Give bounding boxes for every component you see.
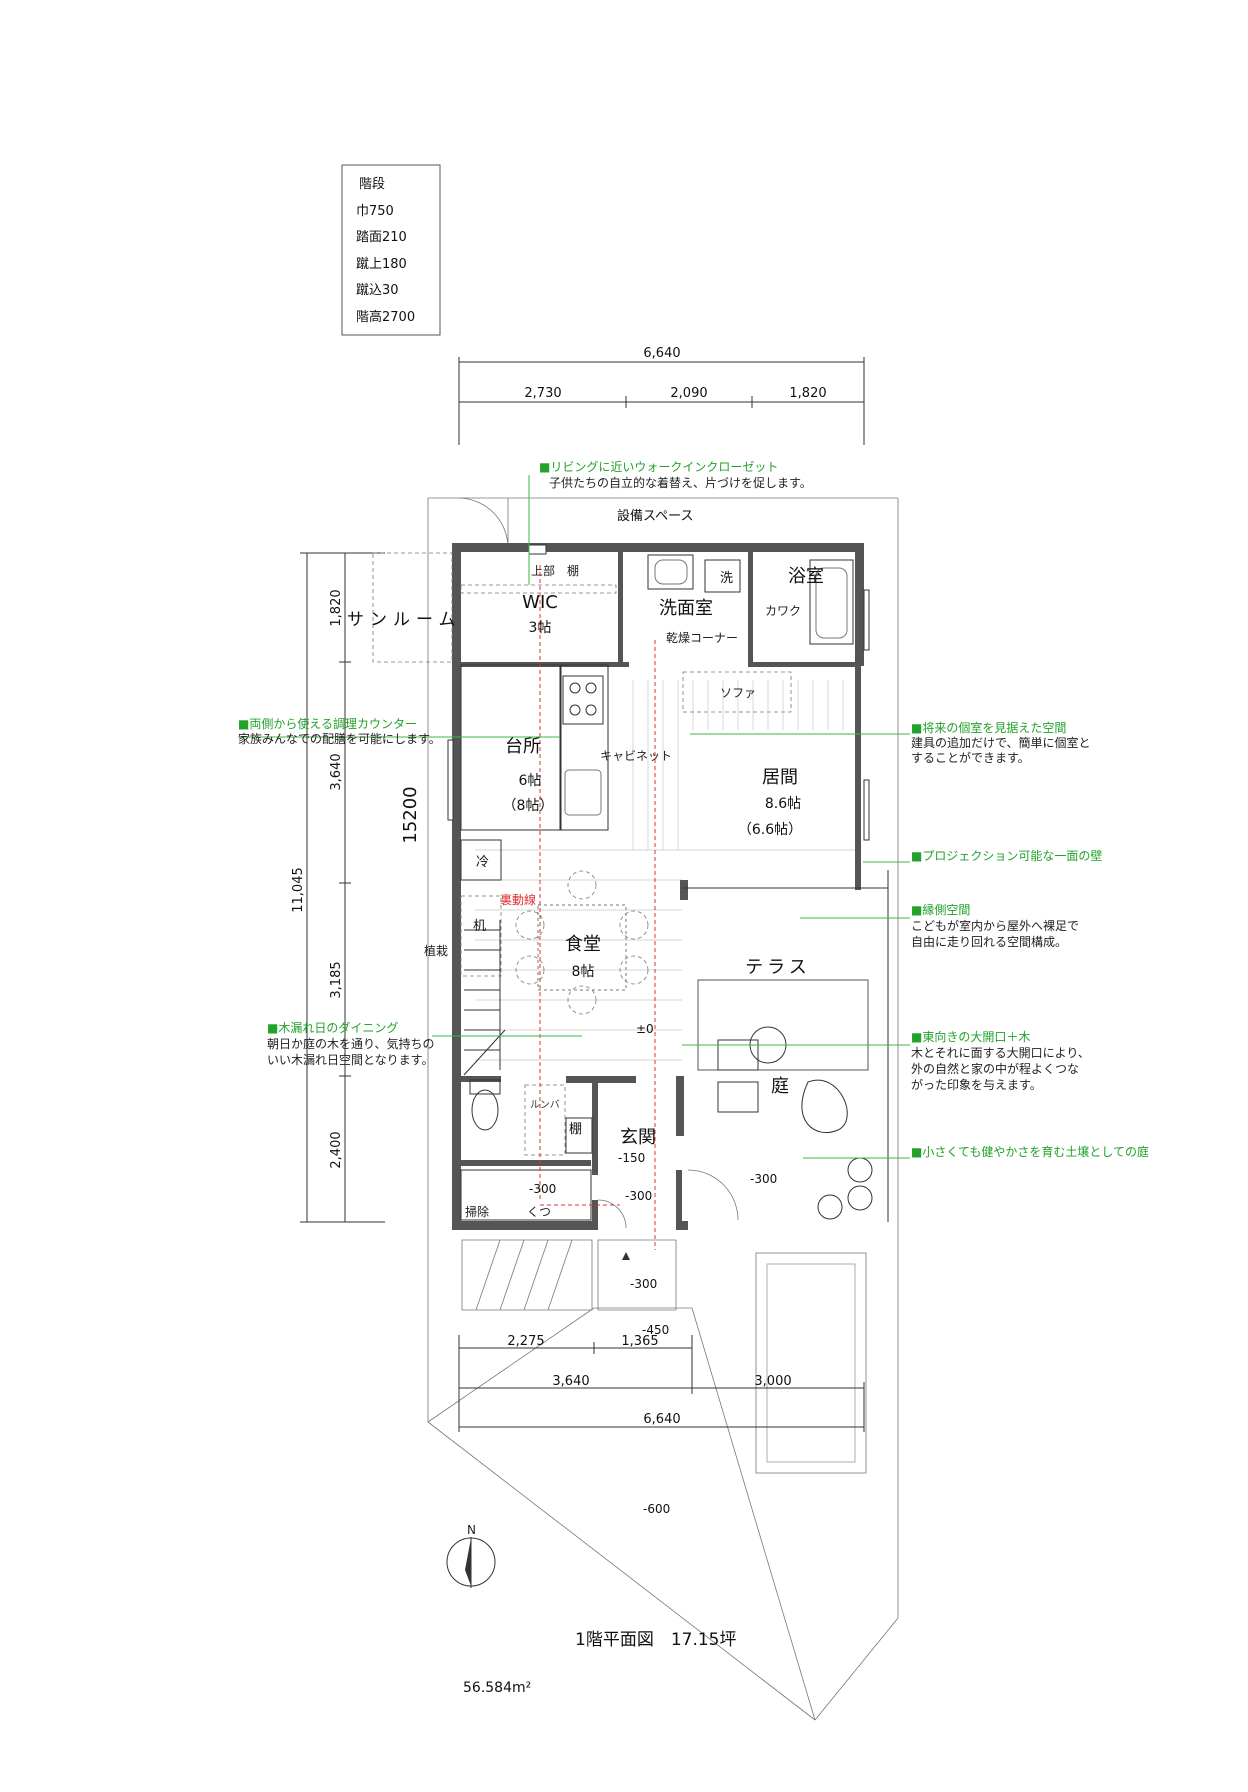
label-setsubi: 設備スペース [617,508,693,524]
dim-top-seg-1: 2,730 [524,386,561,401]
label-wic: WIC [522,592,558,613]
annotation-garden-head: ■小さくても健やかさを育む土壌としての庭 [911,1144,1149,1159]
label-wic-size: 3帖 [529,620,552,636]
label-yokushitsu: 浴室 [788,566,824,587]
north-label: N [467,1523,476,1537]
label-ima-size2: （6.6帖） [738,822,802,838]
fixtures [372,552,889,1311]
label-cabinet: キャビネット [600,749,672,763]
level-m600: -600 [643,1502,670,1516]
level-m450: -450 [642,1323,669,1337]
label-genkan: 玄関 [620,1127,656,1148]
dim-top-seg-2: 2,090 [670,386,707,401]
annotation-room-body-2: することができます。 [911,750,1030,765]
room-labels: 設備スペース サンルーム WIC 3帖 上部 棚 洗 洗面室 乾燥コーナー 浴室… [347,508,824,1219]
annotation-room-head: ■将来の個室を見据えた空間 [911,720,1066,735]
annotation-opening-head: ■東向きの大開口＋木 [911,1029,1030,1044]
label-tana: 棚 [569,1122,582,1137]
label-wash-mark: 洗 [720,571,733,586]
label-senmen: 洗面室 [659,598,713,619]
annotation-opening-body-2: 外の自然と家の中が程よくつな [911,1061,1079,1076]
annotation-counter-head: ■両側から使える調理カウンター [238,716,417,731]
label-kawaku: カワク [765,604,801,618]
annotation-counter-body: 家族みんなでの配膳を可能にします。 [238,731,441,746]
label-ima-size: 8.6帖 [765,796,801,812]
label-rumba: ルンバ [530,1099,560,1111]
windows [447,589,870,841]
label-shokudo: 食堂 [565,934,601,955]
label-soji: 掃除 [465,1204,489,1219]
level-m150: -150 [618,1151,645,1165]
label-shokusai: 植栽 [424,943,448,958]
plan-title: 1階平面図 17.15坪 [575,1630,736,1650]
annotation-dining-body-1: 朝日か庭の木を通り、気持ちの [267,1036,435,1051]
stair-title: 階段 [359,177,385,192]
plan-area: 56.584m² [463,1680,531,1696]
annotation-engawa-head: ■縁側空間 [911,902,970,917]
label-sunroom: サンルーム [347,610,462,630]
stair-width: 巾750 [356,204,394,219]
bottom-dimensions: 2,275 1,365 3,640 3,000 6,640 [458,1334,865,1432]
floor-boards [475,680,860,1061]
stair-tread: 踏面210 [356,230,407,245]
dim-left-seg-3: 3,185 [329,961,344,998]
label-terrace: テラス [745,957,811,978]
annotation-dining-head: ■木漏れ日のダイニング [267,1020,398,1035]
dim-top-total: 6,640 [643,346,680,361]
label-sofa: ソファ [720,686,756,700]
label-daidokoro-size: 6帖 [519,773,542,789]
north-arrow: N [446,1523,496,1588]
annotation-engawa-body-1: こどもが室内から屋外へ裸足で [911,918,1079,933]
annotation-wic-head: ■リビングに近いウォークインクローゼット [539,460,778,474]
dim-left-seg-2: 3,640 [329,753,344,790]
annotation-wic-body: 子供たちの自立的な着替え、片づけを促します。 [549,475,812,490]
label-ima: 居間 [762,767,798,788]
dim-top-seg-3: 1,820 [789,386,826,401]
dim-left-total: 11,045 [291,867,306,913]
stair-floor-height: 階高2700 [356,309,415,325]
dim-left-seg-4: 2,400 [329,1131,344,1168]
stair-nosing: 蹴込30 [356,283,399,298]
dim-left-height: 15200 [400,786,421,843]
annotation-opening-body-1: 木とそれに面する大開口により、 [911,1046,1090,1060]
label-shokudo-size: 8帖 [572,964,595,980]
level-m300-b: -300 [625,1189,652,1203]
annotation-opening-body-3: がった印象を与えます。 [911,1077,1042,1092]
label-wic-note: 上部 棚 [531,563,579,578]
level-m300-a: -300 [529,1182,556,1196]
level-m300-c: -300 [750,1172,777,1186]
flow-label: 裏動線 [500,892,536,907]
label-tsukue: 机 [473,919,486,934]
left-dimensions: 11,045 1,820 3,640 3,185 2,400 15200 [291,552,421,1223]
dim-bottom-r2-seg-1: 3,640 [552,1374,589,1389]
annotation-dining-body-2: いい木漏れ日空間となります。 [267,1053,433,1067]
site-boundary [427,497,899,1721]
level-marks: ±0 -150 -300 -300 -300 -300 -450 -600 [529,1022,777,1516]
level-m300-d: -300 [630,1277,657,1291]
label-rei: 冷 [476,855,489,870]
stair-riser: 蹴上180 [356,257,407,272]
dim-bottom-total: 6,640 [643,1412,680,1427]
annotation-engawa-body-2: 自由に走り回れる空間構成。 [911,935,1067,949]
label-daidokoro: 台所 [505,736,541,757]
annotation-room-body-1: 建具の追加だけで、簡単に個室と [911,735,1091,750]
dim-left-seg-1: 1,820 [329,589,344,626]
annotation-wall-head: ■プロジェクション可能な一面の壁 [911,848,1102,863]
top-dimensions: 6,640 2,730 2,090 1,820 [458,346,865,445]
flow-line: 裏動線 [500,565,656,1250]
annotations: ■リビングに近いウォークインクローゼット 子供たちの自立的な着替え、片づけを促し… [238,460,1149,1159]
dim-bottom-r1-seg-1: 2,275 [507,1334,544,1349]
label-daidokoro-size2: （8帖） [503,798,554,814]
dim-bottom-r1-seg-2: 1,365 [621,1334,658,1349]
label-niwa: 庭 [771,1076,789,1097]
label-kutsu: くつ [527,1205,551,1219]
stair-spec-box: 階段 巾750 踏面210 蹴上180 蹴込30 階高2700 [341,164,441,336]
label-kanso: 乾燥コーナー [666,631,738,645]
walls [452,543,864,1230]
dim-bottom-r2-seg-2: 3,000 [754,1374,791,1389]
level-zero: ±0 [636,1022,654,1036]
